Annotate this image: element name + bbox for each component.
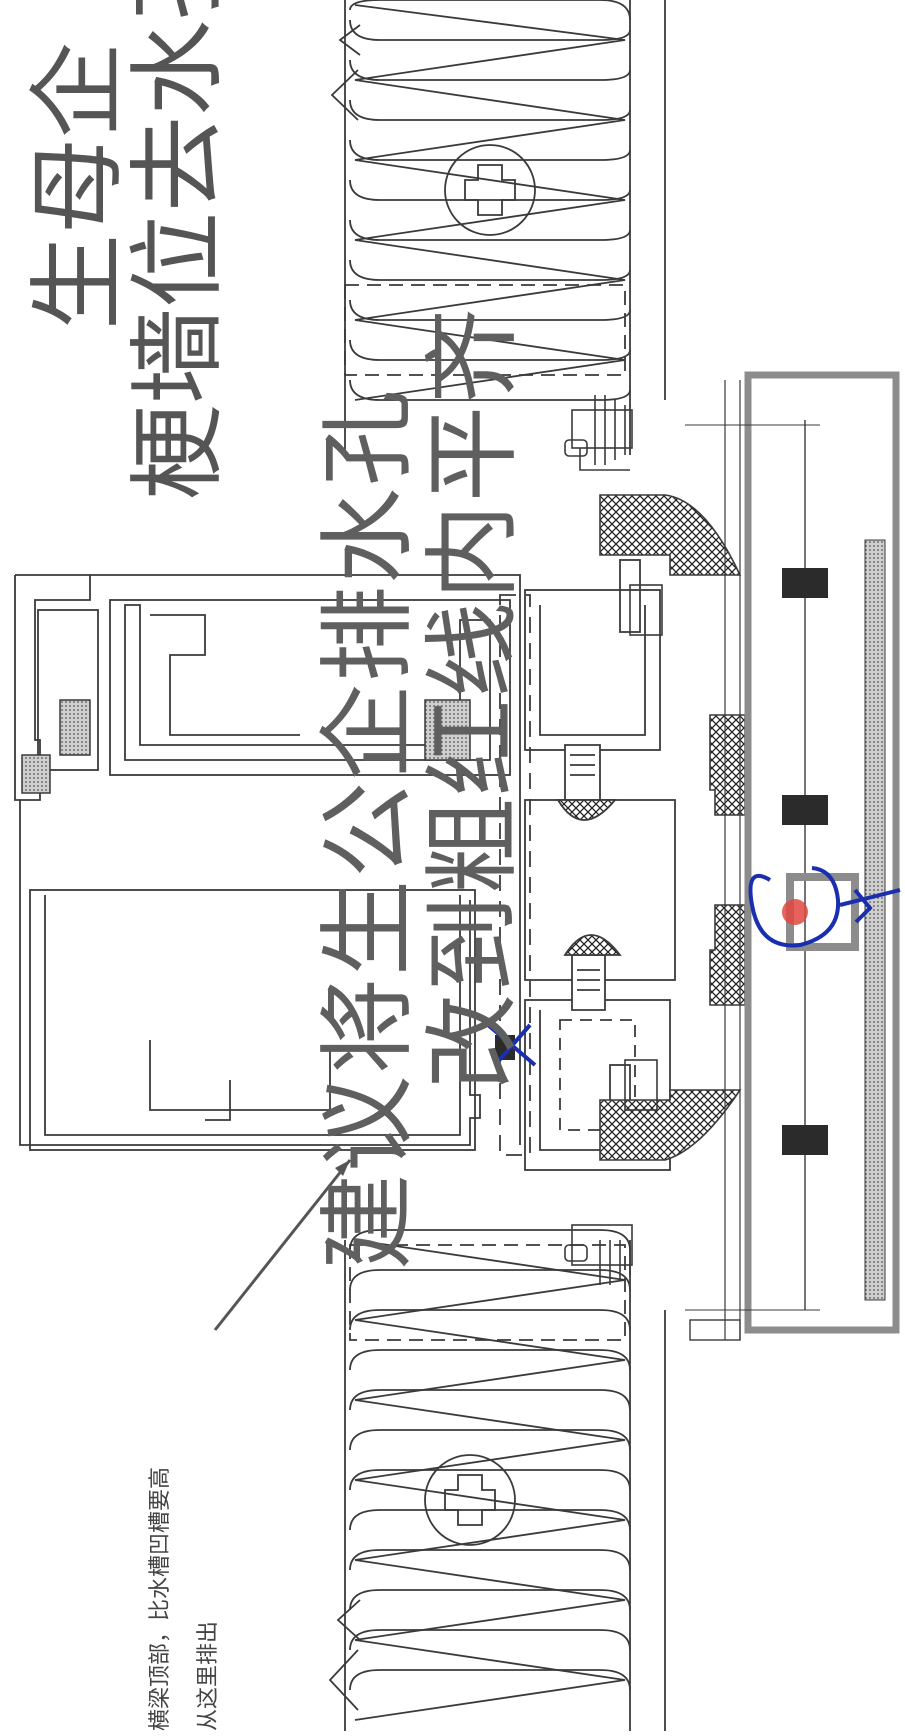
screw-top bbox=[564, 395, 663, 636]
insulation-panel-bottom bbox=[328, 1229, 666, 1731]
drain-hole-circle-mark bbox=[748, 866, 901, 948]
screw-bottom bbox=[564, 1059, 658, 1285]
bolt-upper bbox=[556, 744, 617, 821]
insulation-panel-top bbox=[330, 0, 666, 455]
title-line-2: 梗墙位去水孔+ bbox=[122, 0, 234, 500]
gasket-left bbox=[21, 699, 471, 794]
leader-arrow bbox=[213, 1159, 352, 1331]
aluminium-profile-left bbox=[14, 574, 521, 1151]
suggestion-line-2: 改到粗红线内平齐 bbox=[417, 306, 529, 1090]
title-line-1: 生母企 bbox=[22, 42, 134, 330]
cross-out-mark bbox=[486, 1023, 537, 1067]
suggestion-line-1: 建议将生公企排水孔 bbox=[312, 388, 424, 1270]
rubber-seals bbox=[599, 494, 746, 1161]
note-line-1: 横梁顶部，比水槽凹槽要高 bbox=[148, 1466, 173, 1731]
note-line-2: 从这里排出 bbox=[196, 1620, 221, 1731]
bolt-lower bbox=[563, 934, 622, 1011]
glass-unit bbox=[685, 371, 900, 1341]
